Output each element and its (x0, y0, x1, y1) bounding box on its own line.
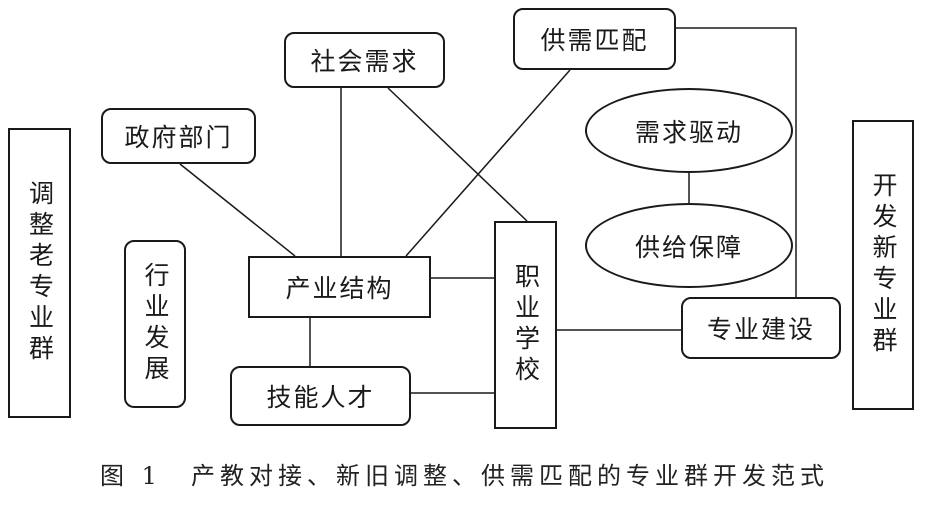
node-gongji: 供给保障 (585, 203, 793, 288)
node-xuqiu: 需求驱动 (585, 88, 793, 173)
node-jineng: 技能人才 (230, 366, 411, 426)
figure-caption: 图 1 产教对接、新旧调整、供需匹配的专业群开发范式 (100, 462, 829, 490)
node-zhiye: 职业学校 (494, 221, 557, 429)
edge-shehui-zhiye (387, 87, 528, 222)
node-hangye: 行业发展 (124, 240, 186, 408)
node-shehui: 社会需求 (284, 32, 445, 88)
edge-zhengfu-chanye (179, 163, 296, 257)
node-kaifa: 开发新专业群 (852, 120, 914, 410)
edge-gongxu-zhuanye (676, 27, 797, 297)
node-chanye: 产业结构 (248, 256, 431, 318)
node-zhengfu: 政府部门 (101, 108, 256, 164)
node-tiaozheng: 调整老专业群 (8, 128, 71, 418)
node-zhuanye: 专业建设 (681, 297, 841, 359)
edge-gongxu-chanye (405, 69, 571, 257)
node-gongxu: 供需匹配 (513, 8, 676, 70)
